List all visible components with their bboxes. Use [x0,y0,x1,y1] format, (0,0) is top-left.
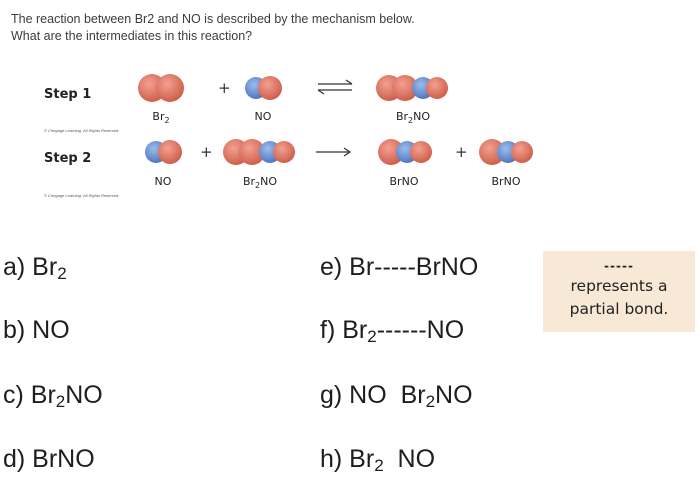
mechanism-figure: Step 1 © Cengage Learning. All Rights Re… [0,60,560,210]
plus-sign: + [218,79,231,97]
step-2-label: Step 2 [44,151,92,166]
no-molecule-step2 [145,140,182,164]
brno-label: BrNO [389,175,419,188]
question-line-2: What are the intermediates in this react… [11,29,253,43]
br2no-label: Br2NO [242,175,278,191]
plus-sign: + [200,143,213,161]
choice-e[interactable]: e) Br-----BrNO [320,253,479,281]
choice-f[interactable]: f) Br2------NO [320,316,465,346]
choice-g[interactable]: g) NO Br2NO [320,381,473,411]
choice-a[interactable]: a) Br2 [3,253,67,283]
note-dashes: ----- [604,259,634,273]
step-1-copyright: © Cengage Learning. All Rights Reserved. [44,128,120,133]
step-1-label: Step 1 [44,87,92,102]
br2-molecule [138,74,184,102]
question-line-1: The reaction between Br2 and NO is descr… [11,12,415,26]
br2no-molecule-step2 [223,139,295,165]
no-molecule [245,76,282,100]
equilibrium-arrow [317,79,353,95]
forward-arrow [316,147,352,157]
choice-c[interactable]: c) Br2NO [3,381,103,411]
question-text: The reaction between Br2 and NO is descr… [11,11,415,45]
step-2-copyright: © Cengage Learning. All Rights Reserved. [44,193,120,198]
no-label: NO [154,175,172,188]
plus-sign: + [455,143,468,161]
brno-molecule [378,139,432,165]
br2no-label: Br2NO [395,110,431,126]
partial-bond-note: ----- represents a partial bond. [543,251,695,332]
br2no-molecule [376,75,448,101]
molecule-drawings: + + [138,74,533,165]
note-line-1: represents a [570,277,668,295]
choice-b[interactable]: b) NO [3,316,70,344]
br2-label: Br2 [152,110,170,126]
brno-molecule [479,139,533,165]
brno-label: BrNO [491,175,521,188]
note-line-2: partial bond. [569,300,669,318]
choice-d[interactable]: d) BrNO [3,445,95,473]
choice-h[interactable]: h) Br2 NO [320,445,436,475]
no-label: NO [254,110,272,123]
